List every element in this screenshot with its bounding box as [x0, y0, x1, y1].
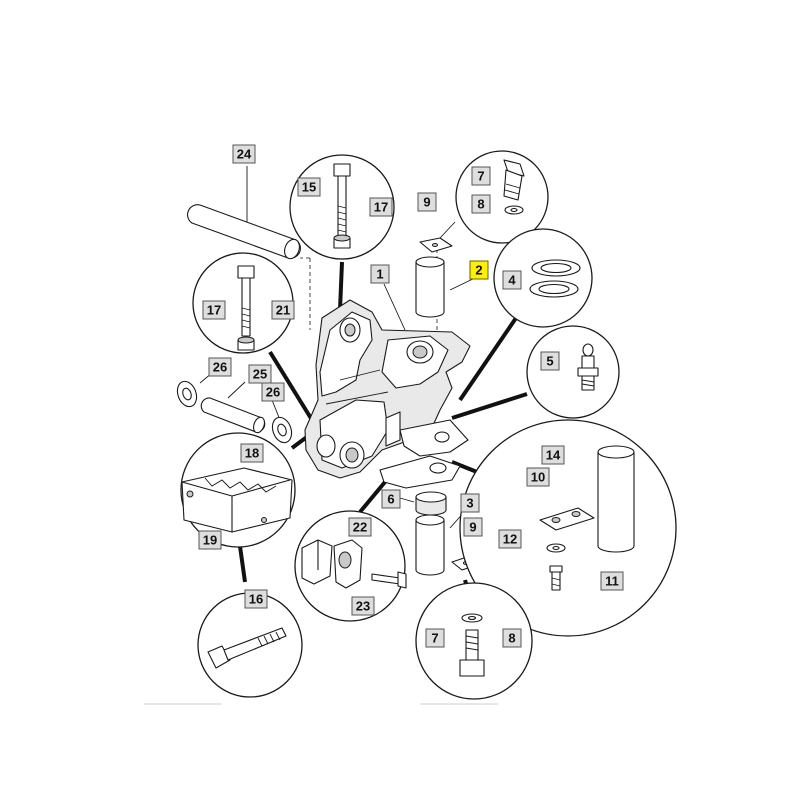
callout-12[interactable]: 12 — [498, 529, 522, 549]
part-26-washer-right — [271, 416, 293, 444]
svg-text:21: 21 — [276, 303, 290, 318]
part-24-pin — [187, 204, 301, 260]
svg-text:9: 9 — [469, 520, 476, 535]
svg-text:26: 26 — [213, 360, 227, 375]
svg-text:11: 11 — [605, 574, 619, 589]
part-26-washer-left — [176, 380, 198, 408]
detail-circle-block-18 — [180, 432, 296, 548]
svg-text:5: 5 — [546, 354, 553, 369]
callout-11[interactable]: 11 — [600, 571, 624, 591]
detail-circle-bolt-16 — [197, 592, 303, 698]
callout-1[interactable]: 1 — [370, 264, 390, 284]
svg-text:17: 17 — [207, 303, 221, 318]
svg-text:15: 15 — [302, 180, 316, 195]
svg-text:9: 9 — [423, 195, 430, 210]
svg-text:17: 17 — [374, 200, 388, 215]
callout-2-highlighted[interactable]: 2 — [469, 260, 489, 280]
part-3-pin — [415, 514, 445, 576]
callout-labels: 24 15 17 9 7 8 2 4 1 17 21 5 26 25 26 18… — [198, 144, 624, 648]
detail-circle-washers-4 — [493, 228, 593, 328]
callout-25[interactable]: 25 — [248, 364, 272, 384]
callout-4[interactable]: 4 — [502, 270, 522, 290]
svg-text:7: 7 — [477, 169, 484, 184]
callout-23[interactable]: 23 — [351, 596, 375, 616]
callout-8-top[interactable]: 8 — [471, 194, 491, 214]
callout-26-left[interactable]: 26 — [208, 357, 232, 377]
svg-text:2: 2 — [475, 263, 482, 278]
callout-21[interactable]: 21 — [271, 300, 295, 320]
callout-6[interactable]: 6 — [381, 489, 401, 509]
svg-text:24: 24 — [237, 147, 252, 162]
svg-text:7: 7 — [431, 631, 438, 646]
svg-text:26: 26 — [266, 385, 280, 400]
callout-5[interactable]: 5 — [540, 351, 560, 371]
callout-16[interactable]: 16 — [244, 589, 268, 609]
svg-text:23: 23 — [356, 599, 370, 614]
part-6-bushing — [415, 491, 447, 516]
callout-22[interactable]: 22 — [348, 517, 372, 537]
detail-circle-grease-nipple-5 — [526, 325, 620, 419]
svg-text:19: 19 — [203, 533, 217, 548]
detail-circle-bolt-21 — [192, 252, 294, 354]
part-25-pin — [200, 397, 266, 434]
svg-text:22: 22 — [353, 520, 367, 535]
callout-9-bottom[interactable]: 9 — [463, 517, 483, 537]
callout-9-top[interactable]: 9 — [417, 192, 437, 212]
callout-15[interactable]: 15 — [297, 177, 321, 197]
svg-text:4: 4 — [508, 273, 516, 288]
part-2-pin — [415, 256, 445, 318]
svg-text:14: 14 — [546, 448, 561, 463]
callout-8-bottom[interactable]: 8 — [502, 628, 522, 648]
svg-text:1: 1 — [376, 267, 383, 282]
callout-17-left[interactable]: 17 — [202, 300, 226, 320]
callout-24[interactable]: 24 — [232, 144, 256, 164]
part-1-bracket — [304, 299, 471, 489]
svg-text:8: 8 — [477, 197, 484, 212]
svg-text:25: 25 — [253, 367, 267, 382]
callout-19[interactable]: 19 — [198, 530, 222, 550]
callout-7-bottom[interactable]: 7 — [425, 628, 445, 648]
callout-14[interactable]: 14 — [541, 445, 565, 465]
detail-circle-bolt-7-bottom — [415, 582, 533, 700]
callout-7-top[interactable]: 7 — [471, 166, 491, 186]
callout-18[interactable]: 18 — [240, 443, 264, 463]
svg-text:18: 18 — [245, 446, 259, 461]
svg-text:3: 3 — [466, 496, 473, 511]
callout-3[interactable]: 3 — [460, 493, 480, 513]
callout-26-right[interactable]: 26 — [261, 382, 285, 402]
part-9-plate-top — [419, 237, 453, 253]
svg-text:8: 8 — [508, 631, 515, 646]
callout-10[interactable]: 10 — [526, 467, 550, 487]
svg-text:6: 6 — [387, 492, 394, 507]
svg-text:16: 16 — [249, 592, 263, 607]
svg-text:10: 10 — [531, 470, 545, 485]
callout-17-top[interactable]: 17 — [369, 197, 393, 217]
svg-text:12: 12 — [503, 532, 517, 547]
detail-circle-clamp-22 — [294, 510, 407, 622]
